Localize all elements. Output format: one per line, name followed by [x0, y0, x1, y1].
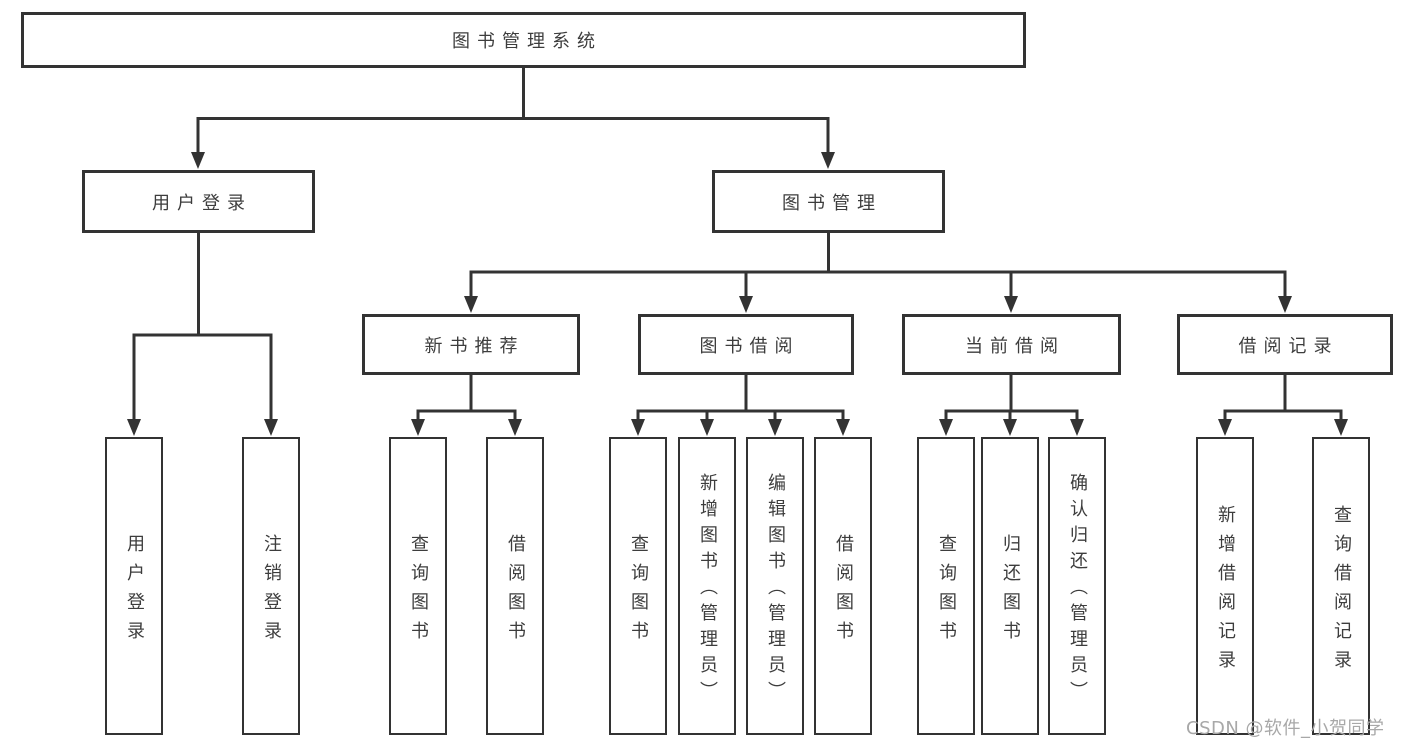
leaf-borrow-book-label: 借阅图书	[833, 533, 854, 650]
node-user-login-label: 用户登录	[152, 192, 252, 214]
leaf-borrow-add-label: 新增图书（管理员）	[697, 473, 718, 707]
leaf-logout-label: 注销登录	[261, 533, 282, 650]
node-root: 图书管理系统	[21, 12, 1026, 68]
node-book-manage-label: 图书管理	[782, 192, 882, 214]
leaf-user-login-label: 用户登录	[124, 533, 145, 650]
leaf-borrow-query-label: 查询图书	[628, 533, 649, 650]
leaf-records-add: 新增借阅记录	[1196, 437, 1254, 735]
node-book-borrow: 图书借阅	[638, 314, 854, 375]
node-borrow-records-label: 借阅记录	[1238, 335, 1339, 357]
connector-lines-path	[132, 68, 1343, 420]
leaf-records-add-label: 新增借阅记录	[1215, 504, 1236, 679]
leaf-borrow-edit: 编辑图书（管理员）	[746, 437, 804, 735]
node-user-login: 用户登录	[82, 170, 315, 233]
leaf-borrow-book: 借阅图书	[814, 437, 872, 735]
node-new-books: 新书推荐	[362, 314, 580, 375]
node-root-label: 图书管理系统	[452, 31, 602, 52]
leaf-newbooks-query-label: 查询图书	[408, 533, 429, 650]
leaf-current-return-label: 归还图书	[1000, 533, 1021, 650]
leaf-current-confirm: 确认归还（管理员）	[1048, 437, 1106, 735]
node-current-borrow-label: 当前借阅	[965, 335, 1065, 357]
leaf-borrow-query: 查询图书	[609, 437, 667, 735]
node-book-manage: 图书管理	[712, 170, 945, 233]
leaf-current-query: 查询图书	[917, 437, 975, 735]
leaf-newbooks-query: 查询图书	[389, 437, 447, 735]
node-borrow-records: 借阅记录	[1177, 314, 1393, 375]
leaf-newbooks-borrow: 借阅图书	[486, 437, 544, 735]
node-book-borrow-label: 图书借阅	[699, 335, 800, 357]
leaf-newbooks-borrow-label: 借阅图书	[505, 533, 526, 650]
leaf-user-login: 用户登录	[105, 437, 163, 735]
leaf-borrow-edit-label: 编辑图书（管理员）	[765, 473, 786, 707]
leaf-records-query: 查询借阅记录	[1312, 437, 1370, 735]
leaf-current-confirm-label: 确认归还（管理员）	[1067, 473, 1088, 707]
node-current-borrow: 当前借阅	[902, 314, 1121, 375]
leaf-records-query-label: 查询借阅记录	[1331, 504, 1352, 679]
leaf-borrow-add: 新增图书（管理员）	[678, 437, 736, 735]
watermark-text: CSDN @软件_小贺同学	[1186, 718, 1385, 739]
leaf-current-query-label: 查询图书	[936, 533, 957, 650]
leaf-current-return: 归还图书	[981, 437, 1039, 735]
node-new-books-label: 新书推荐	[424, 335, 525, 357]
leaf-logout: 注销登录	[242, 437, 300, 735]
